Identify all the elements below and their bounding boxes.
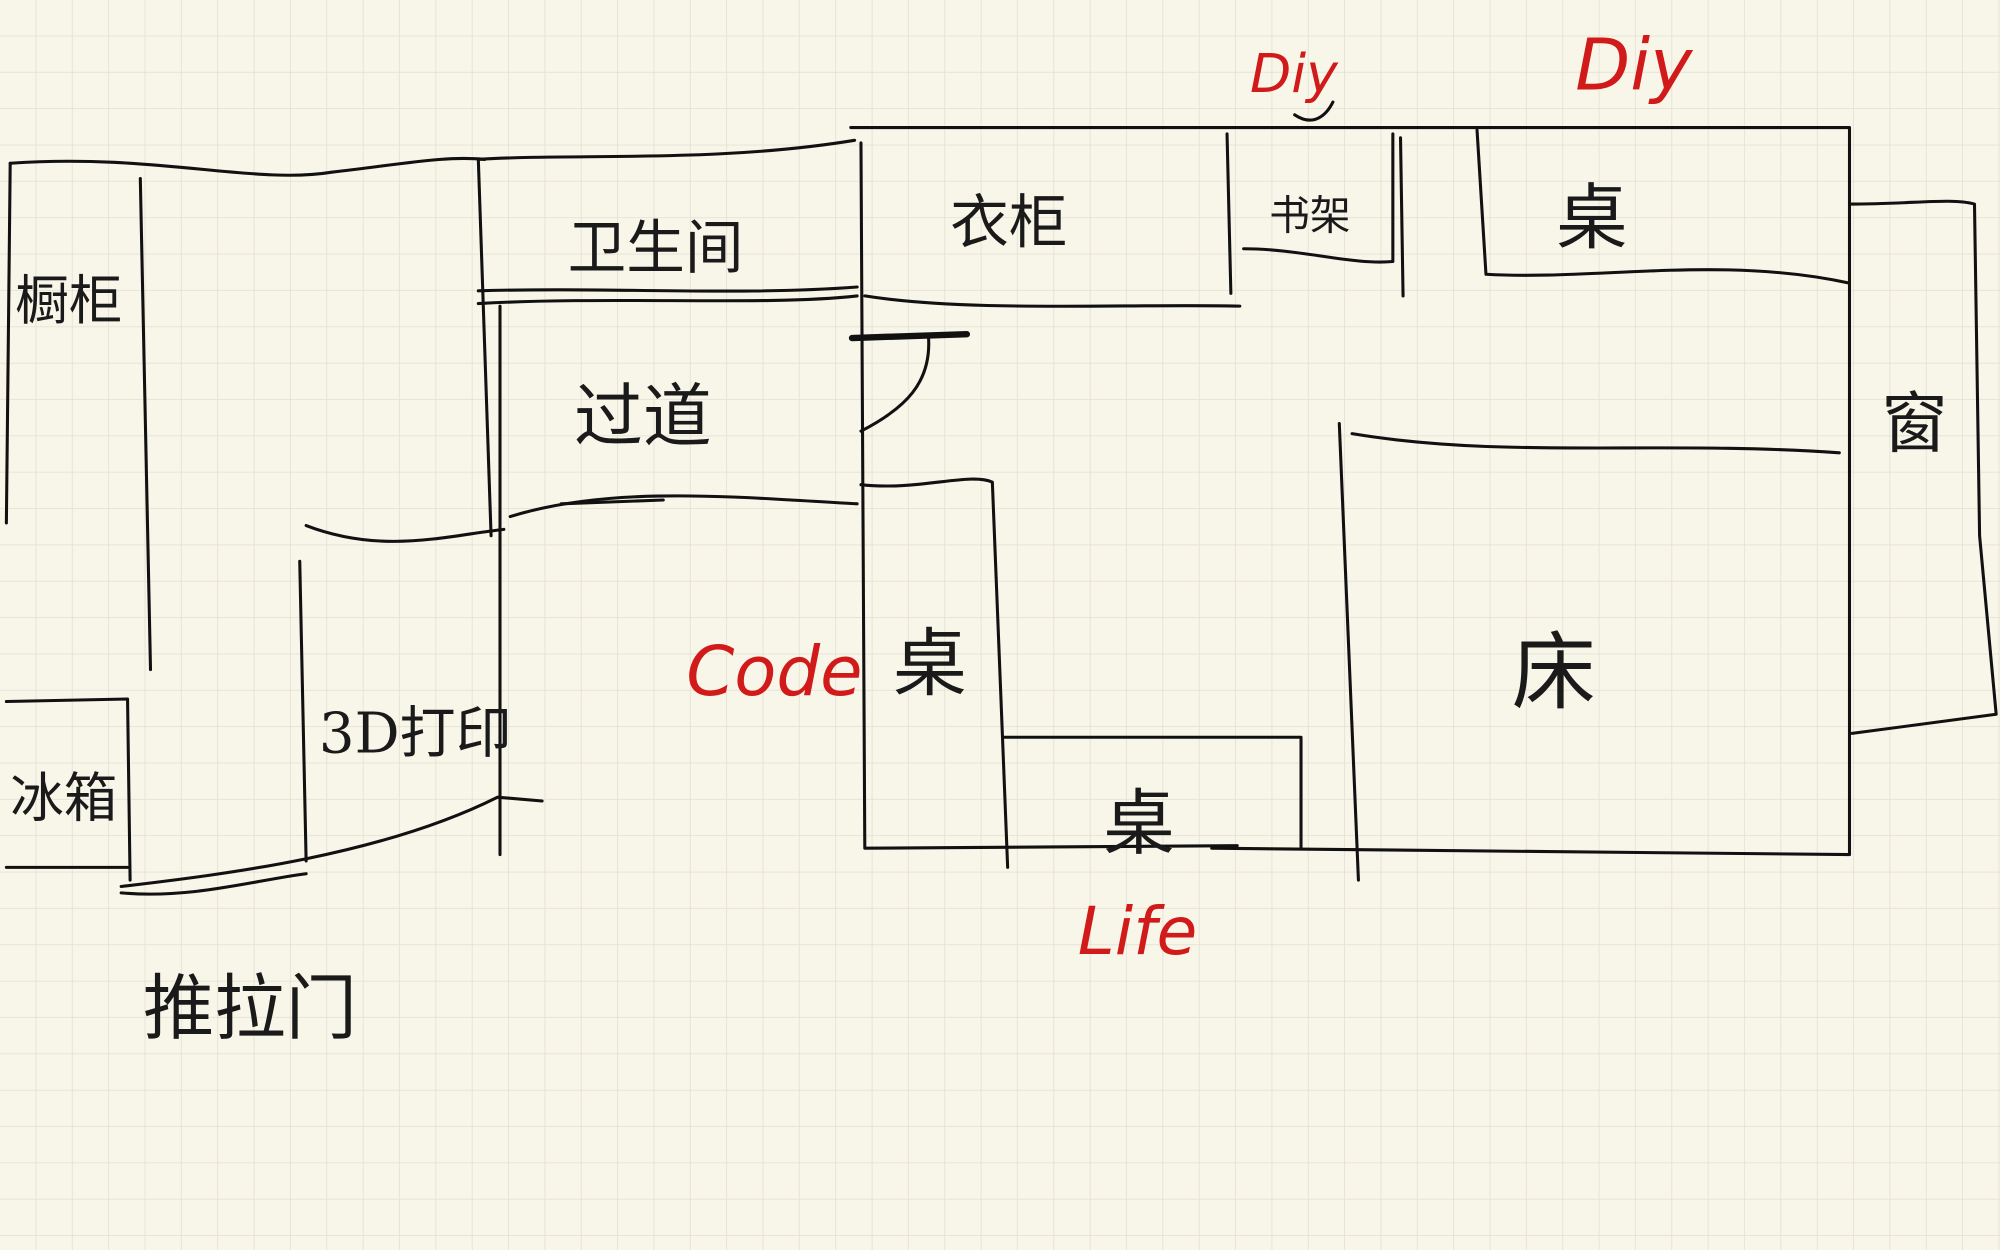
label-shelf: 书架	[1269, 192, 1351, 240]
label-fridge: 冰箱	[10, 766, 117, 829]
label-desk-code: 桌	[893, 621, 967, 707]
annotation-life: Life	[1078, 892, 1198, 970]
label-window: 窗	[1881, 384, 1947, 462]
label-3d-printer: 3D打印	[319, 702, 512, 767]
label-bed: 床	[1511, 624, 1595, 722]
label-desk-top: 桌	[1556, 176, 1627, 259]
label-wardrobe: 衣柜	[950, 188, 1067, 256]
annotation-diy-shelf: Diy	[1250, 42, 1339, 105]
label-cabinet: 橱柜	[15, 269, 122, 332]
label-desk-bottom: 桌	[1103, 782, 1174, 865]
annotation-code: Code	[686, 632, 862, 712]
label-sliding-door: 推拉门	[143, 967, 357, 1050]
room-labels: 橱柜 冰箱 3D打印 推拉门 卫生间 过道 衣柜 书架 桌 窗 桌 桌 床	[10, 176, 1948, 1050]
annotation-diy-desk: Diy	[1575, 23, 1694, 106]
label-bathroom: 卫生间	[568, 214, 744, 282]
label-corridor: 过道	[574, 377, 712, 457]
wall-lines	[4, 100, 1998, 896]
annotations: Diy Diy Code Life	[686, 23, 1694, 970]
